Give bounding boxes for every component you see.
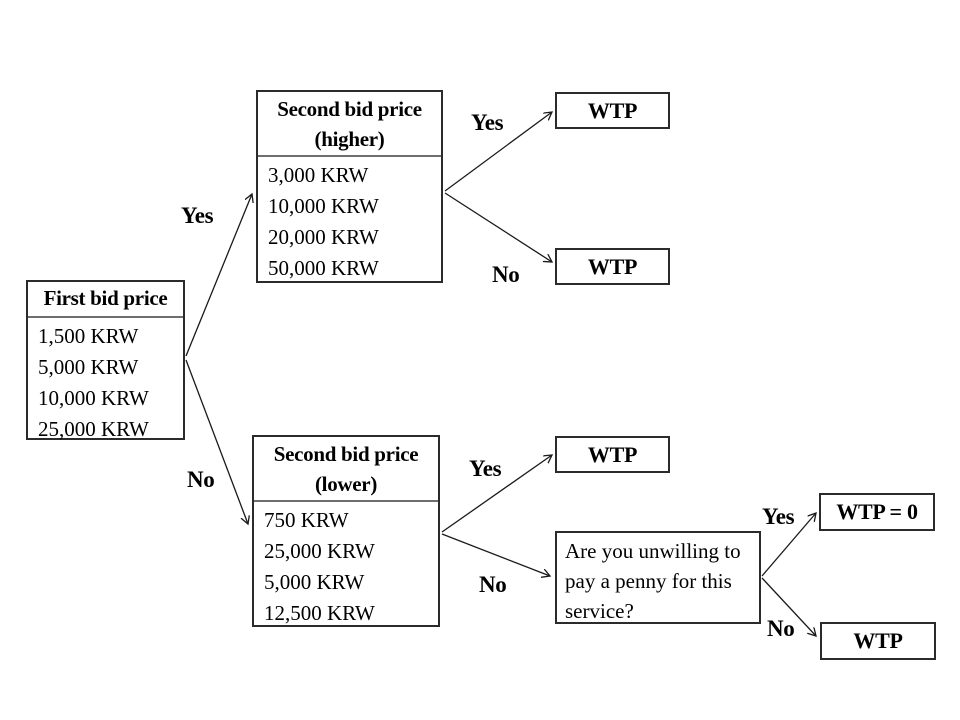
second-bid-higher-title-line1: Second bid price bbox=[277, 97, 422, 121]
wtp-zero-box: WTP = 0 bbox=[819, 493, 935, 531]
bid-value: 25,000 KRW bbox=[264, 539, 375, 563]
edge-label-lower-no: No bbox=[479, 572, 507, 597]
first-bid-price-box: First bid price 1,500 KRW 5,000 KRW 10,0… bbox=[26, 280, 185, 441]
bid-value: 5,000 KRW bbox=[264, 570, 365, 594]
second-bid-higher-values: 3,000 KRW 10,000 KRW 20,000 KRW 50,000 K… bbox=[258, 157, 441, 286]
edge-lower-no-arrow bbox=[441, 533, 550, 576]
wtp-box-higher-yes: WTP bbox=[555, 92, 670, 129]
second-bid-lower-title: Second bid price (lower) bbox=[254, 437, 438, 502]
bid-value: 12,500 KRW bbox=[264, 601, 375, 625]
bid-value: 3,000 KRW bbox=[268, 163, 369, 187]
edge-label-lower-yes: Yes bbox=[469, 456, 502, 481]
bid-value: 750 KRW bbox=[264, 508, 349, 532]
edge-label-higher-yes: Yes bbox=[471, 110, 504, 135]
edge-higher-no-arrow bbox=[444, 192, 552, 262]
first-bid-price-values: 1,500 KRW 5,000 KRW 10,000 KRW 25,000 KR… bbox=[28, 318, 183, 447]
wtp-box-question-no: WTP bbox=[820, 622, 936, 660]
second-bid-lower-title-line1: Second bid price bbox=[273, 442, 419, 466]
second-bid-lower-values: 750 KRW 25,000 KRW 5,000 KRW 12,500 KRW bbox=[254, 502, 438, 631]
zero-bid-question-box: Are you unwilling to pay a penny for thi… bbox=[555, 531, 761, 624]
second-bid-higher-title-line2: (higher) bbox=[314, 127, 385, 151]
first-bid-price-title: First bid price bbox=[28, 282, 183, 318]
edge-question-no-arrow bbox=[761, 577, 816, 636]
second-bid-higher-box: Second bid price (higher) 3,000 KRW 10,0… bbox=[256, 90, 443, 283]
edge-question-yes-arrow bbox=[761, 513, 816, 577]
second-bid-higher-title: Second bid price (higher) bbox=[258, 92, 441, 157]
second-bid-lower-box: Second bid price (lower) 750 KRW 25,000 … bbox=[252, 435, 440, 627]
edge-higher-yes-arrow bbox=[444, 112, 552, 192]
bid-value: 1,500 KRW bbox=[38, 324, 139, 348]
bid-value: 5,000 KRW bbox=[38, 355, 139, 379]
edge-lower-yes-arrow bbox=[441, 455, 552, 533]
edge-label-question-no: No bbox=[767, 616, 795, 641]
edge-label-question-yes: Yes bbox=[762, 504, 795, 529]
wtp-box-lower-yes: WTP bbox=[555, 436, 670, 473]
bid-value: 10,000 KRW bbox=[38, 386, 149, 410]
edge-label-higher-no: No bbox=[492, 262, 520, 287]
edge-first-yes-arrow bbox=[185, 194, 252, 357]
bid-value: 20,000 KRW bbox=[268, 225, 379, 249]
bid-value: 10,000 KRW bbox=[268, 194, 379, 218]
wtp-box-higher-no: WTP bbox=[555, 248, 670, 285]
edge-label-first-yes: Yes bbox=[181, 203, 214, 228]
bid-value: 25,000 KRW bbox=[38, 417, 149, 441]
second-bid-lower-title-line2: (lower) bbox=[314, 472, 378, 496]
edge-first-no-arrow bbox=[185, 359, 248, 524]
edge-label-first-no: No bbox=[187, 467, 215, 492]
bid-value: 50,000 KRW bbox=[268, 256, 379, 280]
